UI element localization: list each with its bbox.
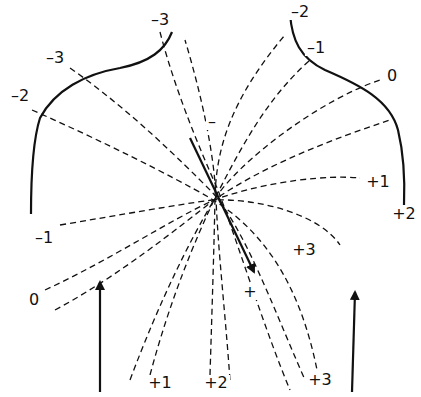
potential-label: + [241,284,258,300]
potential-label: +3 [306,372,334,388]
potential-label: –1 [305,40,327,56]
potential-label: +3 [290,242,318,258]
potential-label: +1 [364,174,392,190]
potential-label: 0 [385,68,399,84]
potential-label: – [206,114,218,130]
potential-label: –1 [33,230,55,246]
dipole-arrow [190,138,254,272]
body-outline [31,14,404,392]
potential-label: –3 [44,50,66,66]
potential-label: –3 [149,12,171,28]
potential-label: 0 [27,292,41,308]
potential-label: +2 [202,375,230,391]
potential-label: –2 [9,88,31,104]
isopotential-lines [32,32,390,390]
potential-label: +1 [146,375,174,391]
potential-label: –2 [289,4,311,20]
potential-label: +2 [390,206,418,222]
